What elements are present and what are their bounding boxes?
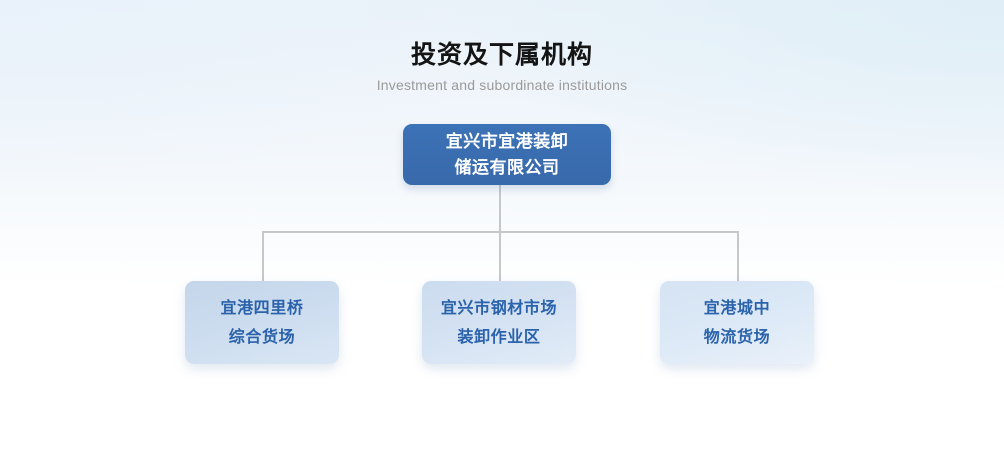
- org-node-child-2[interactable]: 宜兴市钢材市场 装卸作业区: [422, 281, 576, 364]
- page-title: 投资及下属机构: [410, 41, 593, 69]
- org-node-child-2-line1: 宜兴市钢材市场: [440, 299, 558, 317]
- connector-child-3-vertical: [737, 231, 739, 282]
- org-node-child-3-line2: 物流货场: [703, 328, 771, 346]
- page-subtitle: Investment and subordinate institutions: [376, 77, 628, 93]
- connector-root-vertical: [499, 185, 501, 233]
- connector-child-2-vertical: [499, 231, 501, 282]
- connector-child-1-vertical: [262, 231, 264, 282]
- page-header: 投资及下属机构 Investment and subordinate insti…: [0, 38, 1004, 94]
- org-node-child-1-line1: 宜港四里桥: [220, 299, 304, 317]
- org-node-child-1[interactable]: 宜港四里桥 综合货场: [185, 281, 339, 364]
- org-node-root-line2: 储运有限公司: [454, 157, 560, 177]
- org-node-child-3-line1: 宜港城中: [703, 299, 771, 317]
- org-node-child-1-line2: 综合货场: [228, 328, 296, 346]
- org-node-root-line1: 宜兴市宜港装卸: [445, 131, 569, 151]
- org-node-child-2-line2: 装卸作业区: [457, 328, 541, 346]
- org-node-child-3[interactable]: 宜港城中 物流货场: [660, 281, 814, 364]
- org-node-root[interactable]: 宜兴市宜港装卸 储运有限公司: [403, 124, 611, 185]
